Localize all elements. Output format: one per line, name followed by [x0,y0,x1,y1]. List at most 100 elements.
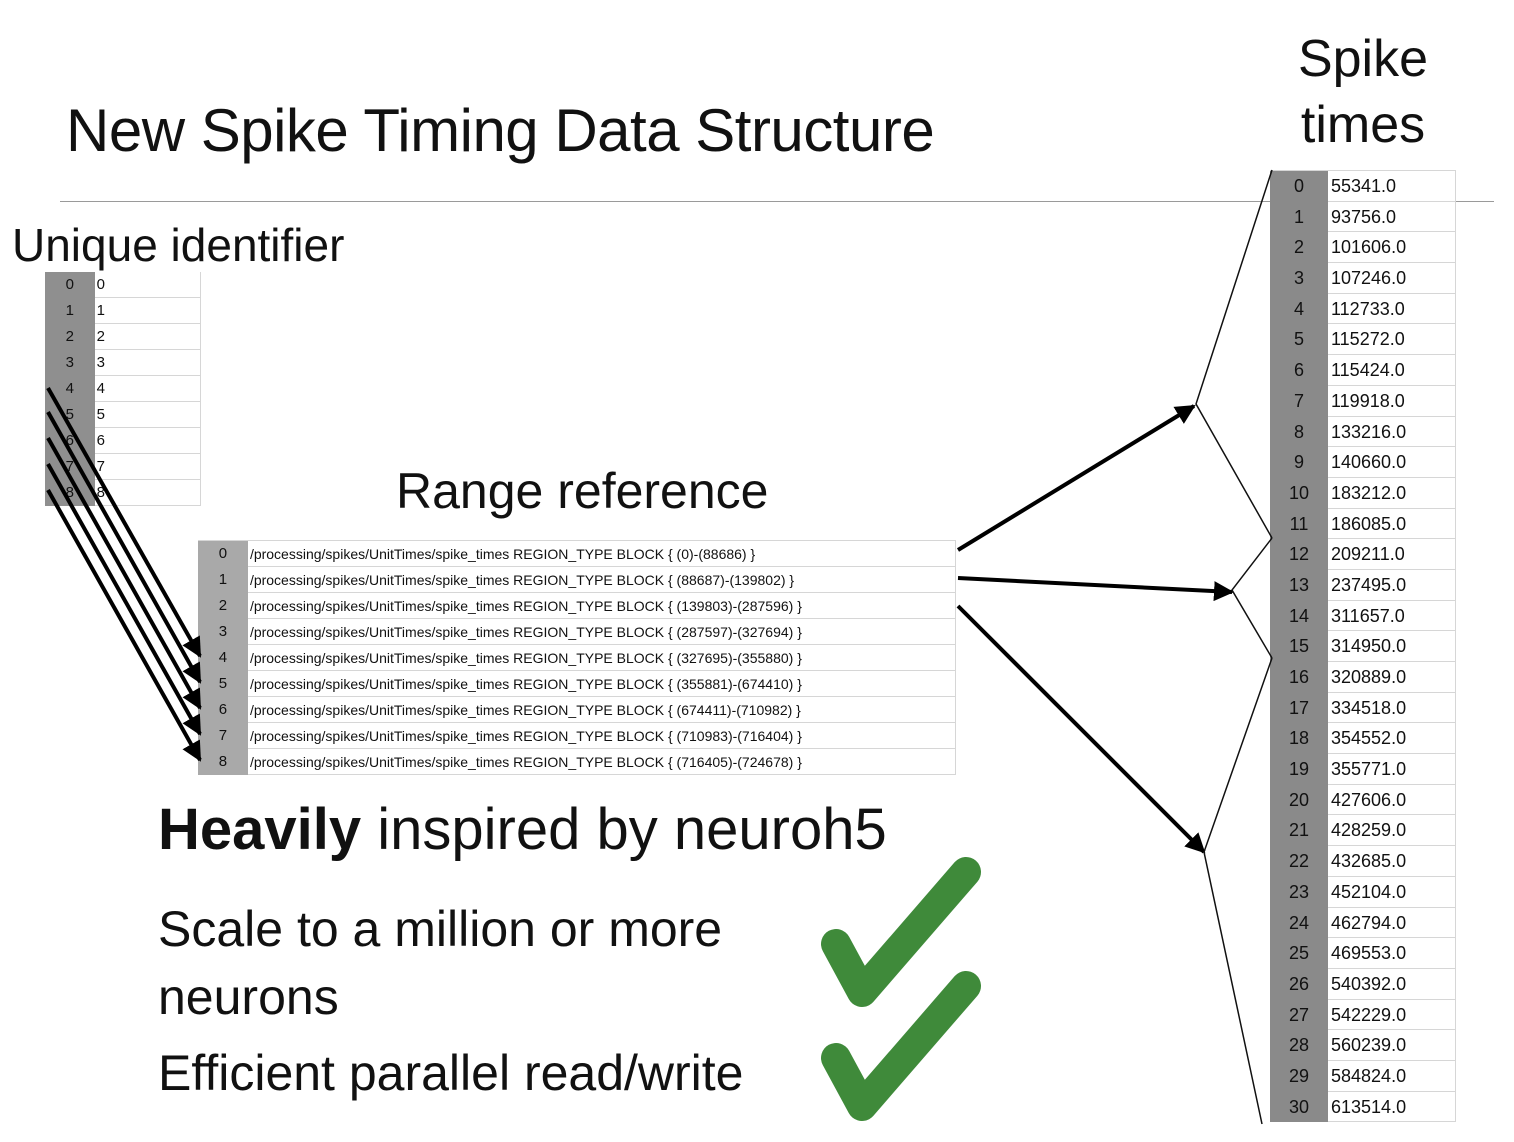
range-row: 5/processing/spikes/UnitTimes/spike_time… [198,671,956,697]
range-to-spike-arrows [956,404,1234,854]
spike-row-index: 11 [1270,508,1328,540]
spike-row-value: 55341.0 [1328,171,1456,202]
bracket-2 [1203,657,1273,1125]
bracket-0 [1195,169,1273,539]
spike-row-value: 112733.0 [1328,293,1456,325]
uid-row-index: 3 [45,350,95,376]
uid-row-value: 1 [94,298,201,324]
spike-row-value: 428259.0 [1328,815,1456,847]
spike-row-value: 469553.0 [1328,938,1456,969]
range-row-value: /processing/spikes/UnitTimes/spike_times… [247,593,956,619]
range-row: 4/processing/spikes/UnitTimes/spike_time… [198,645,956,671]
spike-row-value: 613514.0 [1328,1091,1456,1123]
range-row-index: 3 [198,619,248,645]
range-row: 7/processing/spikes/UnitTimes/spike_time… [198,723,956,749]
spike-row-index: 15 [1270,631,1328,662]
page-title: New Spike Timing Data Structure [66,97,935,164]
spike-row-value: 186085.0 [1328,508,1456,540]
spike-row-value: 115424.0 [1328,355,1456,386]
spike-row-index: 9 [1270,447,1328,478]
range-brackets [1195,169,1273,1125]
range-row-value: /processing/spikes/UnitTimes/spike_times… [247,723,956,749]
spike-row-value: 540392.0 [1328,968,1456,1000]
spike-row-value: 115272.0 [1328,324,1456,356]
spike-row-index: 27 [1270,999,1328,1031]
spike-row-index: 16 [1270,662,1328,693]
spike-times-heading: Spike times [1286,26,1440,158]
spike-row-index: 2 [1270,232,1328,264]
range-row: 3/processing/spikes/UnitTimes/spike_time… [198,619,956,645]
spike-row-index: 13 [1270,569,1328,601]
spike-row-index: 22 [1270,846,1328,877]
arrow-range-2 [956,604,1206,854]
spike-row-index: 21 [1270,815,1328,847]
spike-row-value: 452104.0 [1328,876,1456,908]
spike-row-index: 18 [1270,723,1328,755]
spike-row-value: 183212.0 [1328,477,1456,509]
bullet-parallel-io: Efficient parallel read/write [158,1045,744,1101]
range-reference-table: 0/processing/spikes/UnitTimes/spike_time… [198,540,956,775]
spike-row-value: 311657.0 [1328,600,1456,632]
title-divider [60,201,1494,202]
unique-identifier-label: Unique identifier [12,219,345,271]
range-row-value: /processing/spikes/UnitTimes/spike_times… [247,697,956,723]
arrow-range-1 [957,576,1234,602]
spike-row-index: 12 [1270,539,1328,570]
uid-row-value: 0 [94,272,201,298]
range-row-index: 1 [198,567,248,593]
spike-row-index: 4 [1270,293,1328,325]
bullet-scale: Scale to a million or more [158,901,723,957]
arrow-uid-5 [46,411,202,684]
spike-row-index: 24 [1270,907,1328,939]
spike-row-index: 29 [1270,1060,1328,1092]
spike-row-index: 0 [1270,171,1328,202]
spike-row-index: 7 [1270,385,1328,417]
spike-row-index: 10 [1270,477,1328,509]
range-reference-label: Range reference [396,463,769,519]
spike-row-index: 20 [1270,784,1328,816]
range-row: 1/processing/spikes/UnitTimes/spike_time… [198,567,956,593]
range-row-value: /processing/spikes/UnitTimes/spike_times… [247,671,956,697]
spike-row-value: 133216.0 [1328,416,1456,448]
spike-row-index: 1 [1270,201,1328,233]
headline-bold: Heavily [158,797,362,862]
spike-row-value: 560239.0 [1328,1030,1456,1061]
range-row-value: /processing/spikes/UnitTimes/spike_times… [247,541,956,567]
bullet-scale-continued: neurons [158,969,339,1025]
spike-row-value: 107246.0 [1328,263,1456,294]
range-row-index: 7 [198,723,248,749]
bracket-1 [1231,537,1273,659]
range-row-index: 4 [198,645,248,671]
spike-row-value: 584824.0 [1328,1060,1456,1092]
uid-row-index: 2 [45,324,95,350]
spike-row-value: 355771.0 [1328,754,1456,785]
spike-row-value: 101606.0 [1328,232,1456,264]
spike-row-value: 354552.0 [1328,723,1456,755]
uid-row-index: 0 [45,272,95,298]
spike-row-index: 3 [1270,263,1328,294]
range-row: 8/processing/spikes/UnitTimes/spike_time… [198,749,956,775]
spike-row-value: 93756.0 [1328,201,1456,233]
spike-row-index: 8 [1270,416,1328,448]
range-row-index: 2 [198,593,248,619]
